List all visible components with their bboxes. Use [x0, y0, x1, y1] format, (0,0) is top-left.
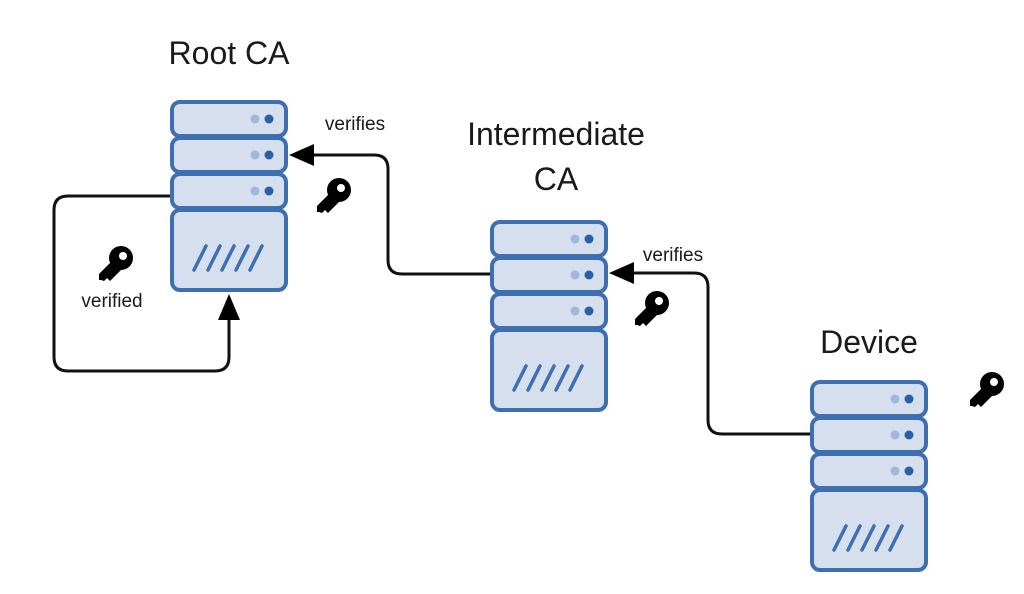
intermediate-ca-title-line1: Intermediate — [467, 116, 645, 152]
self-verification-connector — [52, 194, 231, 373]
verifies-label-root: verifies — [325, 114, 385, 135]
key-icon — [317, 178, 351, 213]
key-icon — [635, 291, 669, 326]
device-title: Device — [820, 324, 918, 360]
self-verification-arrowhead — [218, 294, 240, 320]
key-icon — [99, 246, 133, 281]
intermediate-to-root-connector — [312, 153, 490, 276]
intermediate-to-root-arrowhead — [289, 144, 314, 166]
device-to-intermediate-arrowhead — [609, 262, 634, 284]
verified-label: verified — [81, 291, 142, 312]
key-icon — [970, 372, 1004, 407]
intermediate-ca-server-icon[interactable] — [490, 220, 608, 412]
root-ca-server-icon[interactable] — [170, 100, 288, 292]
intermediate-ca-title-line2: CA — [534, 161, 579, 197]
device-server-icon[interactable] — [810, 380, 928, 572]
verifies-label-intermediate: verifies — [643, 245, 703, 266]
device-to-intermediate-connector — [632, 271, 810, 436]
root-ca-title: Root CA — [169, 35, 291, 71]
